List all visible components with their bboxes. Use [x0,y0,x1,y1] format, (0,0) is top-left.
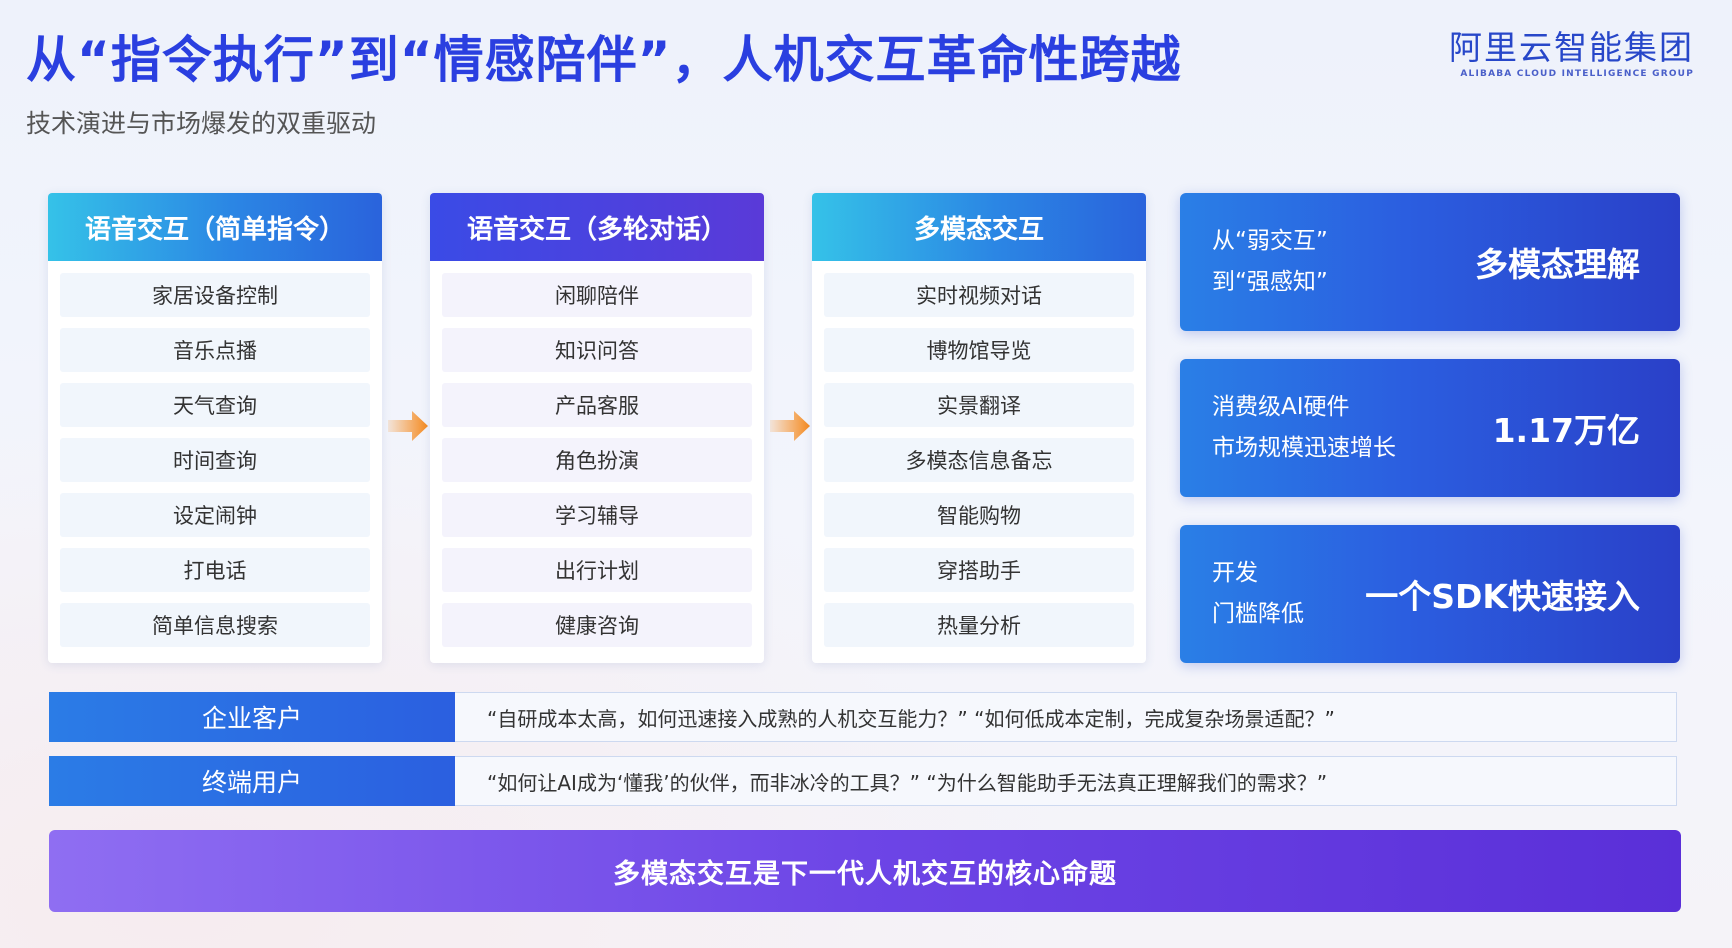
list-item: 学习辅导 [442,493,752,537]
column-voice-simple: 语音交互（简单指令） 家居设备控制 音乐点播 天气查询 时间查询 设定闹钟 打电… [48,193,382,663]
list-item: 知识问答 [442,328,752,372]
logo-en-text: ALIBABA CLOUD INTELLIGENCE GROUP [1460,69,1694,79]
list-item: 闲聊陪伴 [442,273,752,317]
list-item: 角色扮演 [442,438,752,482]
card-left-line: 开发 [1212,560,1258,586]
card-left-line: 到“强感知” [1212,269,1328,295]
list-item: 时间查询 [60,438,370,482]
column-multimodal: 多模态交互 实时视频对话 博物馆导览 实景翻译 多模态信息备忘 智能购物 穿搭助… [812,193,1146,663]
list-item: 打电话 [60,548,370,592]
list-item: 穿搭助手 [824,548,1134,592]
card-highlight: 多模态理解 [1475,245,1640,284]
question-text: “如何让AI成为‘懂我’的伙伴，而非冰冷的工具？” “为什么智能助手无法真正理解… [455,756,1677,806]
conclusion-banner: 多模态交互是下一代人机交互的核心命题 [49,830,1681,912]
arrow-right-icon [770,411,810,441]
list-item: 健康咨询 [442,603,752,647]
driver-card-market-size: 消费级AI硬件 市场规模迅速增长 1.17万亿 [1180,359,1680,497]
question-text: “自研成本太高，如何迅速接入成熟的人机交互能力？” “如何低成本定制，完成复杂场… [455,692,1677,742]
page-title: 从“指令执行”到“情感陪伴”，人机交互革命性跨越 [26,31,1182,89]
column-header: 多模态交互 [812,193,1146,261]
card-left-line: 从“弱交互” [1212,228,1328,254]
arrow-right-icon [388,411,428,441]
question-label: 企业客户 [49,692,455,742]
list-item: 音乐点播 [60,328,370,372]
list-item: 实景翻译 [824,383,1134,427]
list-item: 天气查询 [60,383,370,427]
list-item: 产品客服 [442,383,752,427]
card-left-line: 消费级AI硬件 [1212,394,1350,420]
card-left-line: 市场规模迅速增长 [1212,435,1396,461]
list-item: 实时视频对话 [824,273,1134,317]
card-highlight: 一个SDK快速接入 [1365,577,1640,616]
page-subtitle: 技术演进与市场爆发的双重驱动 [26,109,377,138]
question-label: 终端用户 [49,756,455,806]
driver-card-sdk: 开发 门槛降低 一个SDK快速接入 [1180,525,1680,663]
card-left-line: 门槛降低 [1212,601,1304,627]
question-row-enterprise: 企业客户 “自研成本太高，如何迅速接入成熟的人机交互能力？” “如何低成本定制，… [49,692,1677,742]
list-item: 简单信息搜索 [60,603,370,647]
logo-cn-text: 阿里云智能集团 [1449,28,1694,67]
question-row-end-user: 终端用户 “如何让AI成为‘懂我’的伙伴，而非冰冷的工具？” “为什么智能助手无… [49,756,1677,806]
card-highlight: 1.17万亿 [1492,411,1640,450]
list-item: 设定闹钟 [60,493,370,537]
list-item: 博物馆导览 [824,328,1134,372]
column-header: 语音交互（简单指令） [48,193,382,261]
column-header: 语音交互（多轮对话） [430,193,764,261]
list-item: 多模态信息备忘 [824,438,1134,482]
list-item: 热量分析 [824,603,1134,647]
list-item: 智能购物 [824,493,1134,537]
company-logo: 阿里云智能集团 ALIBABA CLOUD INTELLIGENCE GROUP [1449,28,1694,80]
driver-card-multimodal-understanding: 从“弱交互” 到“强感知” 多模态理解 [1180,193,1680,331]
column-voice-multiturn: 语音交互（多轮对话） 闲聊陪伴 知识问答 产品客服 角色扮演 学习辅导 出行计划… [430,193,764,663]
list-item: 家居设备控制 [60,273,370,317]
list-item: 出行计划 [442,548,752,592]
